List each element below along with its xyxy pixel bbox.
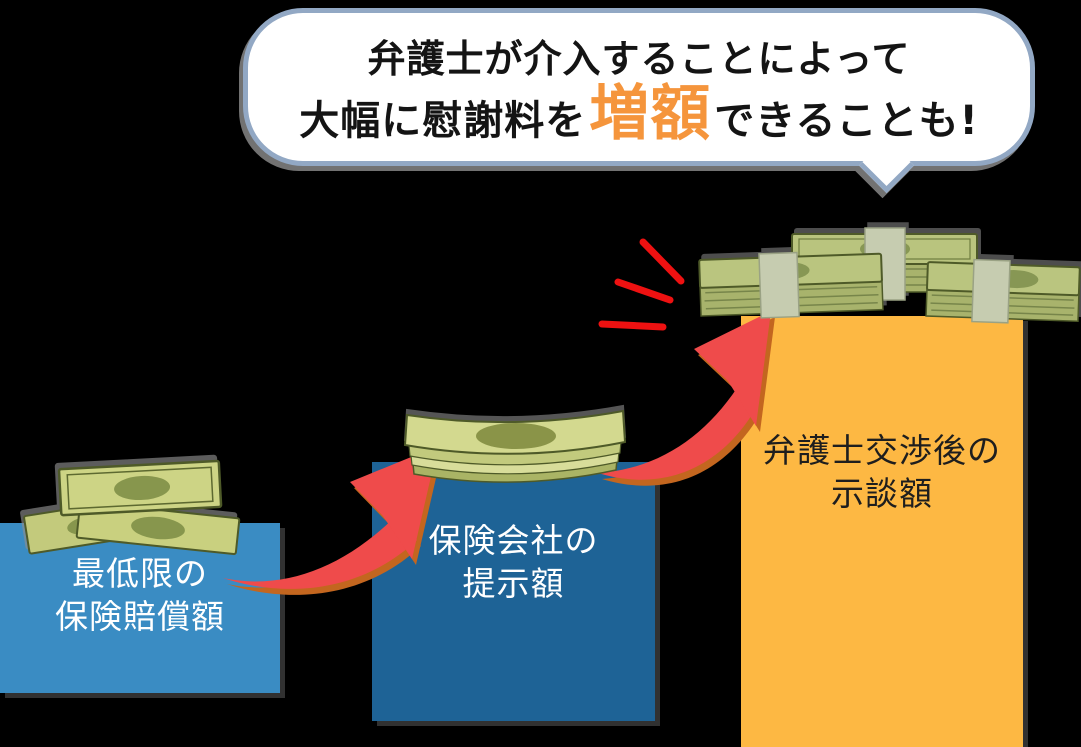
money-wads-icon <box>698 227 1081 324</box>
bubble-text-suffix: できることも! <box>714 98 979 144</box>
bar-label-line2: 保険賠償額 <box>55 596 225 636</box>
bar-label-line1: 弁護士交渉後の <box>763 431 1001 470</box>
bar-label-line1: 保険会社の <box>428 521 599 560</box>
bar-insurer-offer: 保険会社の 提示額 <box>372 462 655 721</box>
bar-label-line1: 最低限の <box>72 554 208 593</box>
speech-bubble-body: 弁護士が介入することによって 大幅に慰謝料を 増額 できることも! <box>243 8 1035 166</box>
bar-label-line2: 示談額 <box>831 473 933 513</box>
money-bills-icon <box>23 459 241 556</box>
bar-lawyer-settlement: 弁護士交渉後の 示談額 <box>741 316 1023 747</box>
money-stack-icon <box>403 409 627 483</box>
money-wad <box>698 251 884 319</box>
bubble-text-line1: 弁護士が介入することによって <box>367 37 911 81</box>
bubble-text-prefix: 大幅に慰謝料を <box>299 98 587 144</box>
emphasis-lines-icon <box>598 238 685 331</box>
bubble-text-line2: 大幅に慰謝料を 増額 できることも! <box>299 79 979 149</box>
bar-label-line2: 提示額 <box>462 563 565 603</box>
money-wad <box>925 258 1081 324</box>
speech-bubble: 弁護士が介入することによって 大幅に慰謝料を 増額 できることも! <box>243 8 1035 198</box>
bubble-text-highlight: 増額 <box>589 79 712 149</box>
